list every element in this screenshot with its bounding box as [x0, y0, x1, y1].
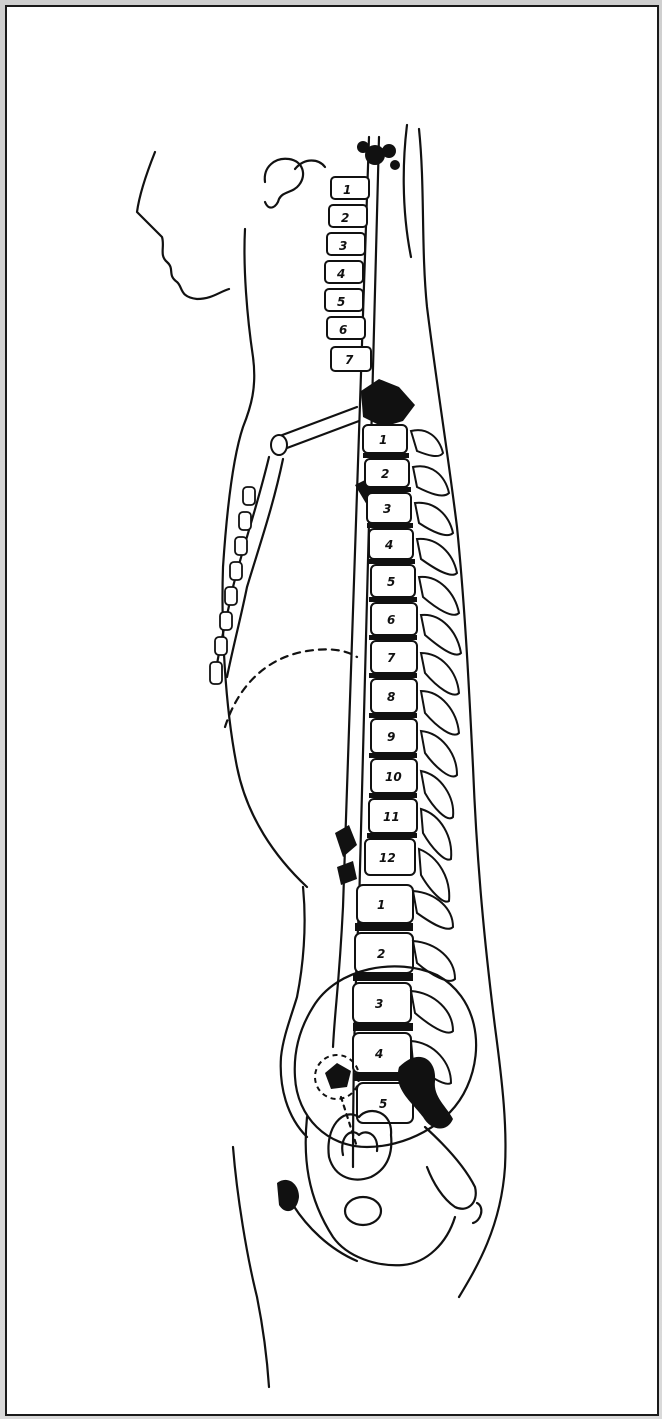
thoracic-label-3: 3 [383, 502, 391, 516]
thoracic-label-6: 6 [387, 613, 395, 627]
face-profile [137, 152, 229, 299]
lumbar-label-5: 5 [379, 1097, 387, 1111]
sternum-chain [210, 407, 359, 684]
thoracic-vertebrae [363, 425, 417, 875]
diaphragm-arc [225, 649, 357, 727]
lumbar-label-4: 4 [374, 1047, 383, 1061]
spine-diagram: .ln{fill:none;stroke:#111;stroke-width:2… [7, 7, 657, 1414]
cervical-label-7: 7 [345, 353, 354, 367]
thoracic-label-10: 10 [385, 770, 402, 784]
thoracic-label-2: 2 [381, 467, 389, 481]
thoracic-label-8: 8 [387, 690, 395, 704]
ganglion-cluster-lumbar [335, 825, 357, 885]
front-outline [223, 229, 307, 887]
cervical-label-4: 4 [336, 267, 345, 281]
pelvic-ganglion [325, 1063, 351, 1089]
thoracic-label-12: 12 [379, 851, 396, 865]
cervical-label-5: 5 [337, 295, 345, 309]
pubic-opening [345, 1197, 381, 1225]
thoracic-label-9: 9 [387, 730, 395, 744]
lumbar-label-2: 2 [377, 947, 385, 961]
thoracic-label-5: 5 [387, 575, 395, 589]
figure-frame: .ln{fill:none;stroke:#111;stroke-width:2… [5, 5, 659, 1416]
lumbar-label-3: 3 [375, 997, 383, 1011]
sacrum-outline [425, 1127, 476, 1209]
lumbar-processes [411, 891, 455, 1084]
pubic-bone [277, 1180, 299, 1211]
thoracic-label-1: 1 [379, 433, 387, 447]
cervical-label-6: 6 [339, 323, 347, 337]
thoracic-label-11: 11 [383, 810, 400, 824]
cervical-label-2: 2 [341, 211, 349, 225]
cervical-label-3: 3 [339, 239, 347, 253]
thoracic-label-4: 4 [384, 538, 393, 552]
thoracic-label-7: 7 [387, 651, 396, 665]
lumbar-label-1: 1 [377, 898, 385, 912]
cervical-label-1: 1 [343, 183, 351, 197]
